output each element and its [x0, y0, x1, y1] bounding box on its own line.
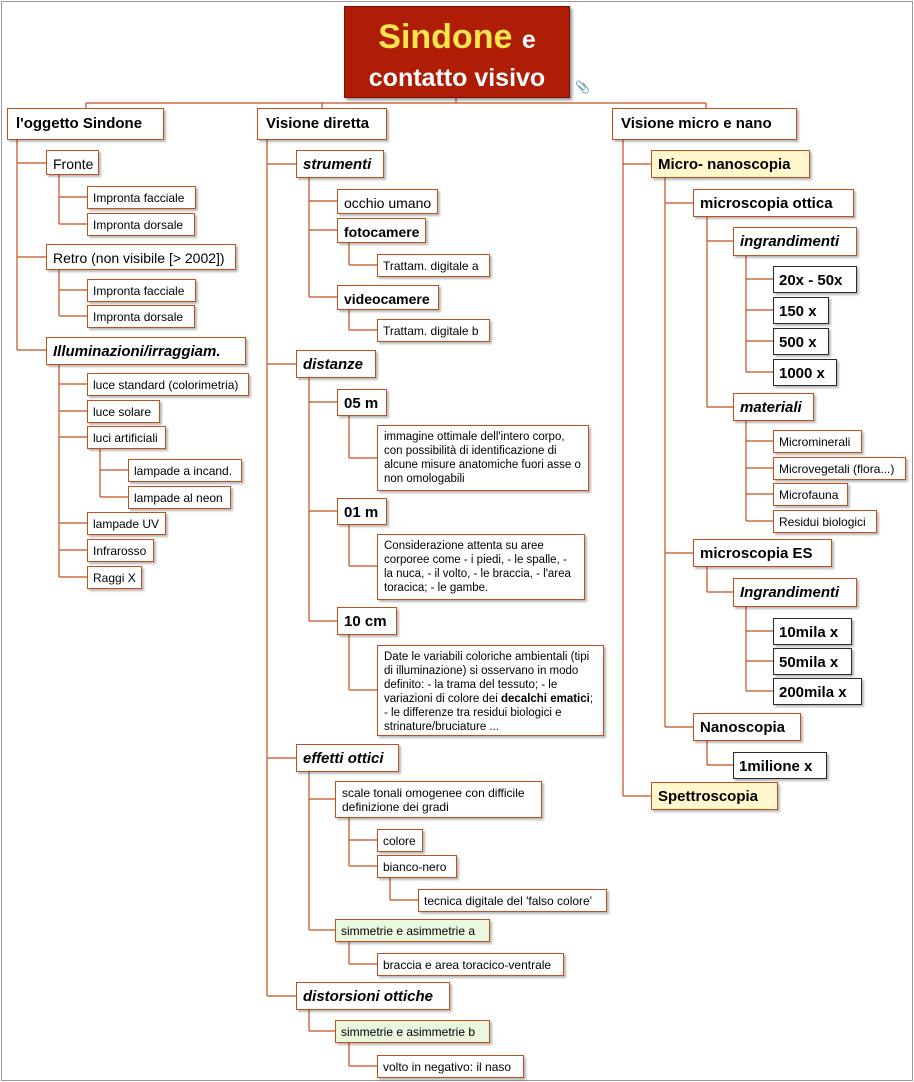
- node-raggi-x[interactable]: Raggi X: [87, 566, 142, 589]
- node-01m[interactable]: 01 m: [337, 498, 387, 525]
- node-05m[interactable]: 05 m: [337, 389, 387, 416]
- node-fronte-impronta-dorsale[interactable]: Impronta dorsale: [87, 213, 195, 236]
- node-mag-10mila[interactable]: 10mila x: [773, 618, 852, 645]
- node-10cm-text-a: Date le variabili coloriche ambientali (…: [384, 651, 590, 705]
- title-main: Sindone: [378, 18, 513, 56]
- node-distorsioni-ottiche[interactable]: distorsioni ottiche: [296, 982, 450, 1010]
- node-lampade-neon[interactable]: lampade al neon: [128, 486, 231, 509]
- node-luce-solare[interactable]: luce solare: [87, 400, 160, 423]
- node-videocamere[interactable]: videocamere: [337, 285, 439, 310]
- node-braccia[interactable]: braccia e area toracico-ventrale: [377, 953, 564, 976]
- node-microvegetali[interactable]: Microvegetali (flora...): [773, 457, 906, 480]
- node-trattam-digitale-b[interactable]: Trattam. digitale b: [377, 319, 490, 342]
- node-volto[interactable]: volto in negativo: il naso: [377, 1055, 524, 1078]
- node-bianco-nero[interactable]: bianco-nero: [377, 855, 457, 878]
- node-luci-artificiali[interactable]: luci artificiali: [87, 426, 166, 449]
- node-occhio-umano[interactable]: occhio umano: [337, 189, 438, 214]
- node-10cm[interactable]: 10 cm: [337, 607, 397, 635]
- node-ingrandimenti[interactable]: ingrandimenti: [733, 227, 857, 256]
- node-fotocamere[interactable]: fotocamere: [337, 218, 426, 243]
- node-lampade-uv[interactable]: lampade UV: [87, 512, 166, 535]
- node-mag-1000x[interactable]: 1000 x: [773, 359, 837, 386]
- node-simmetrie-a[interactable]: simmetrie e asimmetrie a: [335, 919, 490, 942]
- node-mag-500x[interactable]: 500 x: [773, 328, 829, 355]
- node-05m-text: immagine ottimale dell'intero corpo, con…: [377, 425, 589, 491]
- title-box: Sindone e contatto visivo: [344, 6, 570, 98]
- paperclip-icon[interactable]: 📎: [575, 80, 590, 94]
- node-microfauna[interactable]: Microfauna: [773, 483, 848, 506]
- node-residui-biologici[interactable]: Residui biologici: [773, 510, 877, 533]
- node-infrarosso[interactable]: Infrarosso: [87, 539, 154, 562]
- node-materiali[interactable]: materiali: [733, 393, 814, 421]
- node-nanoscopia[interactable]: Nanoscopia: [693, 713, 801, 741]
- node-simmetrie-b[interactable]: simmetrie e asimmetrie b: [335, 1020, 490, 1043]
- node-mag-1milione[interactable]: 1milione x: [733, 752, 827, 779]
- node-trattam-digitale-a[interactable]: Trattam. digitale a: [377, 254, 490, 277]
- node-microminerali[interactable]: Microminerali: [773, 430, 862, 453]
- node-illuminazioni[interactable]: Illuminazioni/irraggiam.: [46, 337, 246, 365]
- node-microscopia-ottica[interactable]: microscopia ottica: [693, 189, 854, 217]
- node-scale-tonali[interactable]: scale tonali omogenee con difficile defi…: [335, 781, 542, 818]
- node-10cm-text-bold: decalchi ematici: [500, 693, 590, 705]
- title-conjunction: e: [521, 26, 536, 54]
- node-retro-impronta-facciale[interactable]: Impronta facciale: [87, 279, 196, 302]
- node-01m-text: Considerazione attenta su aree corporee …: [377, 534, 585, 600]
- node-visione-diretta[interactable]: Visione diretta: [257, 108, 387, 140]
- node-visione-micro-nano[interactable]: Visione micro e nano: [612, 108, 797, 140]
- node-ingrandimenti-es[interactable]: Ingrandimenti: [733, 578, 857, 607]
- node-fronte[interactable]: Fronte: [46, 150, 99, 175]
- node-microscopia-es[interactable]: microscopia ES: [693, 539, 832, 567]
- node-spettroscopia[interactable]: Spettroscopia: [651, 782, 778, 810]
- node-colore[interactable]: colore: [377, 829, 423, 852]
- node-micro-nanoscopia[interactable]: Micro- nanoscopia: [651, 150, 810, 178]
- node-retro-impronta-dorsale[interactable]: Impronta dorsale: [87, 305, 195, 328]
- node-oggetto-sindone[interactable]: l'oggetto Sindone: [7, 108, 164, 140]
- node-distanze[interactable]: distanze: [296, 350, 376, 378]
- node-mag-200mila[interactable]: 200mila x: [773, 678, 862, 705]
- node-mag-50mila[interactable]: 50mila x: [773, 648, 852, 675]
- node-10cm-text: Date le variabili coloriche ambientali (…: [377, 645, 604, 736]
- node-lampade-incand[interactable]: lampade a incand.: [128, 459, 242, 482]
- node-fronte-impronta-facciale[interactable]: Impronta facciale: [87, 186, 196, 209]
- node-mag-150x[interactable]: 150 x: [773, 297, 829, 324]
- node-mag-20x-50x[interactable]: 20x - 50x: [773, 266, 857, 293]
- node-10cm-text-c: ; - le differenze tra residui biologici …: [384, 693, 594, 733]
- title-line-1: Sindone e: [345, 17, 569, 60]
- node-strumenti[interactable]: strumenti: [296, 150, 384, 178]
- node-falso-colore[interactable]: tecnica digitale del 'falso colore': [418, 889, 607, 912]
- node-retro[interactable]: Retro (non visibile [> 2002]): [46, 244, 236, 270]
- title-line-2: contatto visivo: [368, 64, 546, 92]
- node-luce-standard[interactable]: luce standard (colorimetria): [87, 373, 249, 396]
- node-effetti-ottici[interactable]: effetti ottici: [296, 744, 399, 772]
